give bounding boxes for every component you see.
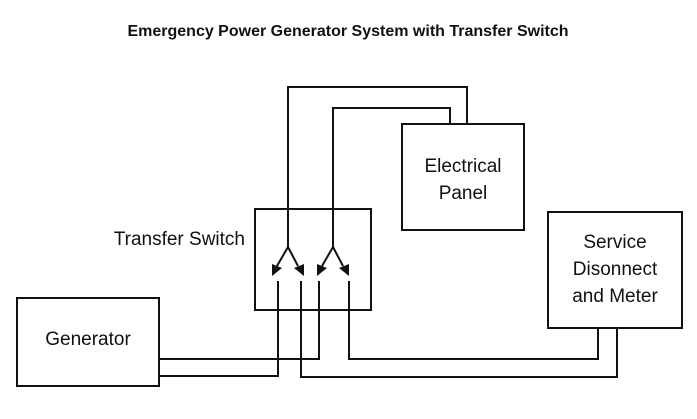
service-disconnect-box (547, 211, 683, 329)
service-disconnect-label-line2: Disonnect (573, 259, 658, 280)
transfer-switch-label: Transfer Switch (114, 229, 245, 250)
wire-panel-to-switch-outer (287, 86, 468, 247)
generator-label: Generator (45, 329, 131, 350)
blade-left-b (287, 246, 299, 267)
service-disconnect-label-line1: Service (583, 232, 646, 253)
arrowhead-left-b (294, 264, 304, 276)
arrowhead-right-a (317, 264, 327, 276)
service-disconnect-label-line3: and Meter (572, 286, 658, 307)
switch-blades (272, 246, 349, 276)
arrowhead-right-b (339, 264, 349, 276)
blade-right-a (321, 246, 334, 267)
transfer-switch-box (254, 208, 372, 311)
blade-left-a (276, 246, 289, 267)
wire-generator-to-switch-lower (159, 281, 279, 377)
diagram-title: Emergency Power Generator System with Tr… (127, 23, 568, 40)
electrical-panel-box (401, 123, 525, 231)
wire-service-to-switch-outer (300, 281, 618, 378)
arrowhead-left-a (272, 264, 282, 276)
electrical-panel-label-line1: Electrical (424, 156, 501, 177)
generator-box (16, 297, 160, 387)
electrical-panel-label-line2: Panel (439, 183, 488, 204)
wire-service-to-switch-inner (348, 281, 599, 360)
wire-panel-to-switch-inner (332, 107, 451, 247)
blade-right-b (332, 246, 344, 267)
